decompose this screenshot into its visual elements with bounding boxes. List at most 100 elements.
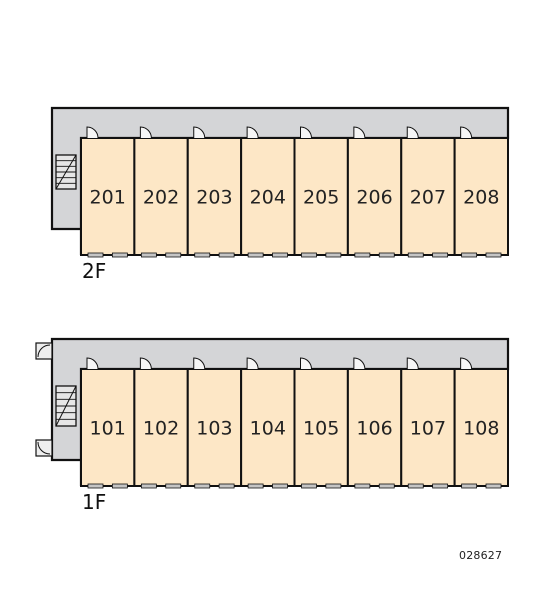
floor-label: 2F xyxy=(82,259,106,283)
room-107: 107 xyxy=(400,357,456,489)
entrance-door-icon xyxy=(86,126,99,139)
floor-2f: 201 202 203 204 205 206 207 208 2F xyxy=(50,106,510,283)
window xyxy=(378,483,395,489)
window xyxy=(432,483,449,489)
room-number: 103 xyxy=(196,418,232,440)
window xyxy=(407,252,424,258)
room-104: 104 xyxy=(240,357,296,489)
room-outline xyxy=(80,137,136,256)
room-number: 105 xyxy=(303,418,339,440)
room-outline xyxy=(400,137,456,256)
exterior-door-frame xyxy=(35,342,53,360)
window xyxy=(461,252,478,258)
room-number: 204 xyxy=(250,187,286,209)
window xyxy=(354,252,371,258)
window xyxy=(325,483,342,489)
room-106: 106 xyxy=(346,357,403,489)
room-outline xyxy=(400,368,456,487)
window xyxy=(87,483,104,489)
room-number: 107 xyxy=(410,418,446,440)
window xyxy=(461,483,478,489)
window xyxy=(218,252,235,258)
entrance-door-icon xyxy=(300,357,312,370)
window xyxy=(272,483,288,489)
exterior-door xyxy=(35,342,53,360)
room-103: 103 xyxy=(186,357,243,489)
room-number: 106 xyxy=(356,418,392,440)
staircase xyxy=(55,154,77,190)
entrance-door-icon xyxy=(139,126,152,139)
stair-direction xyxy=(55,154,77,190)
room-207: 207 xyxy=(400,126,456,258)
window xyxy=(485,483,502,489)
window xyxy=(165,252,182,258)
entrance-door-icon xyxy=(193,126,206,139)
entrance-door-icon xyxy=(406,126,419,139)
room-number: 102 xyxy=(143,418,179,440)
entrance-door-icon xyxy=(193,357,206,370)
room-outline xyxy=(133,137,189,256)
window xyxy=(247,252,264,258)
window xyxy=(407,483,424,489)
floor-1f: 101 102 103 104 105 106 107 108 1F xyxy=(35,337,510,514)
room-102: 102 xyxy=(133,357,189,489)
exterior-door-frame xyxy=(35,439,53,457)
room-outline xyxy=(453,137,509,256)
entrance-door-icon xyxy=(246,357,259,370)
room-number: 205 xyxy=(303,187,339,209)
entrance-door-icon xyxy=(246,126,259,139)
window xyxy=(432,252,449,258)
entrance-door-icon xyxy=(353,357,366,370)
room-number: 201 xyxy=(90,187,126,209)
staircase xyxy=(55,385,77,427)
window xyxy=(194,483,211,489)
window xyxy=(485,252,502,258)
room-204: 204 xyxy=(240,126,296,258)
room-108: 108 xyxy=(453,357,509,489)
room-number: 203 xyxy=(196,187,232,209)
room-outline xyxy=(346,137,403,256)
room-number: 101 xyxy=(90,418,126,440)
room-203: 203 xyxy=(186,126,243,258)
room-outline xyxy=(186,368,243,487)
room-205: 205 xyxy=(293,126,349,258)
window xyxy=(354,483,371,489)
entrance-door-icon xyxy=(86,357,99,370)
window xyxy=(87,252,104,258)
entrance-door-icon xyxy=(460,126,473,139)
room-outline xyxy=(240,137,296,256)
window xyxy=(272,252,288,258)
window xyxy=(301,252,317,258)
floor-label: 1F xyxy=(82,490,106,514)
window xyxy=(140,483,157,489)
exterior-door-swing xyxy=(37,441,51,455)
stair-direction xyxy=(55,385,77,427)
window xyxy=(111,252,128,258)
room-206: 206 xyxy=(346,126,403,258)
entrance-door-icon xyxy=(139,357,152,370)
entrance-door-icon xyxy=(460,357,473,370)
window xyxy=(194,252,211,258)
window xyxy=(301,483,317,489)
exterior-door xyxy=(35,439,53,457)
room-208: 208 xyxy=(453,126,509,258)
window xyxy=(247,483,264,489)
room-number: 207 xyxy=(410,187,446,209)
window xyxy=(378,252,395,258)
entrance-door-icon xyxy=(300,126,312,139)
room-201: 201 xyxy=(80,126,136,258)
room-105: 105 xyxy=(293,357,349,489)
window xyxy=(111,483,128,489)
exterior-door-swing xyxy=(37,344,51,358)
window xyxy=(218,483,235,489)
room-outline xyxy=(346,368,403,487)
room-101: 101 xyxy=(80,357,136,489)
window xyxy=(140,252,157,258)
room-number: 206 xyxy=(356,187,392,209)
window xyxy=(325,252,342,258)
room-number: 202 xyxy=(143,187,179,209)
entrance-door-icon xyxy=(406,357,419,370)
room-number: 104 xyxy=(250,418,286,440)
plan-code: 028627 xyxy=(459,549,503,562)
